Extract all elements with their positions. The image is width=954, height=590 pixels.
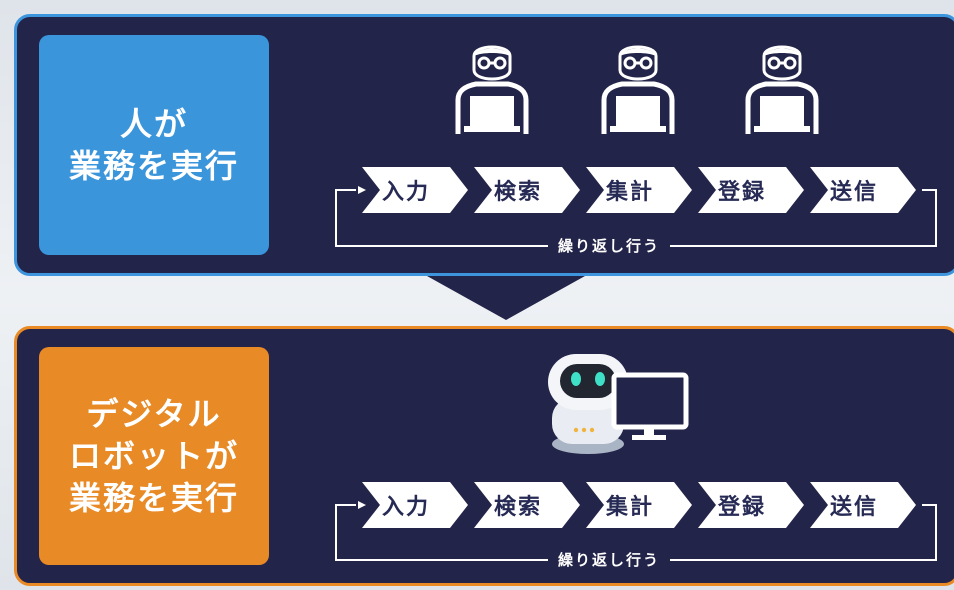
human-step-send: 送信 [810,167,916,213]
human-label-box: 人が 業務を実行 [39,35,269,255]
human-step-search: 検索 [474,167,580,213]
robot-label-line-3: 業務を実行 [68,479,239,518]
person-at-laptop-icon [601,45,675,134]
robot-icon [548,354,628,454]
robot-repeat-label: 繰り返し行う [548,551,671,569]
human-repeat-label: 繰り返し行う [548,237,671,255]
human-label-line-1: 人が [119,104,188,143]
robot-step-aggregate: 集計 [586,482,692,528]
person-at-laptop-icon [745,45,819,134]
robot-step-register: 登録 [698,482,804,528]
robot-execution-panel: デジタル ロボットが 業務を実行 [14,326,954,586]
human-step-input: 入力 [362,167,468,213]
transition-arrow [427,276,585,320]
robot-label-box: デジタル ロボットが 業務を実行 [39,347,269,565]
robot-label-line-1: デジタル [86,394,222,433]
monitor-icon [611,372,689,440]
robot-step-input: 入力 [362,482,468,528]
robot-label-line-2: ロボットが [68,436,239,475]
person-at-laptop-icon [455,45,529,134]
human-step-register: 登録 [698,167,804,213]
human-step-aggregate: 集計 [586,167,692,213]
robot-step-search: 検索 [474,482,580,528]
robot-step-send: 送信 [810,482,916,528]
human-label-line-2: 業務を実行 [68,147,239,185]
